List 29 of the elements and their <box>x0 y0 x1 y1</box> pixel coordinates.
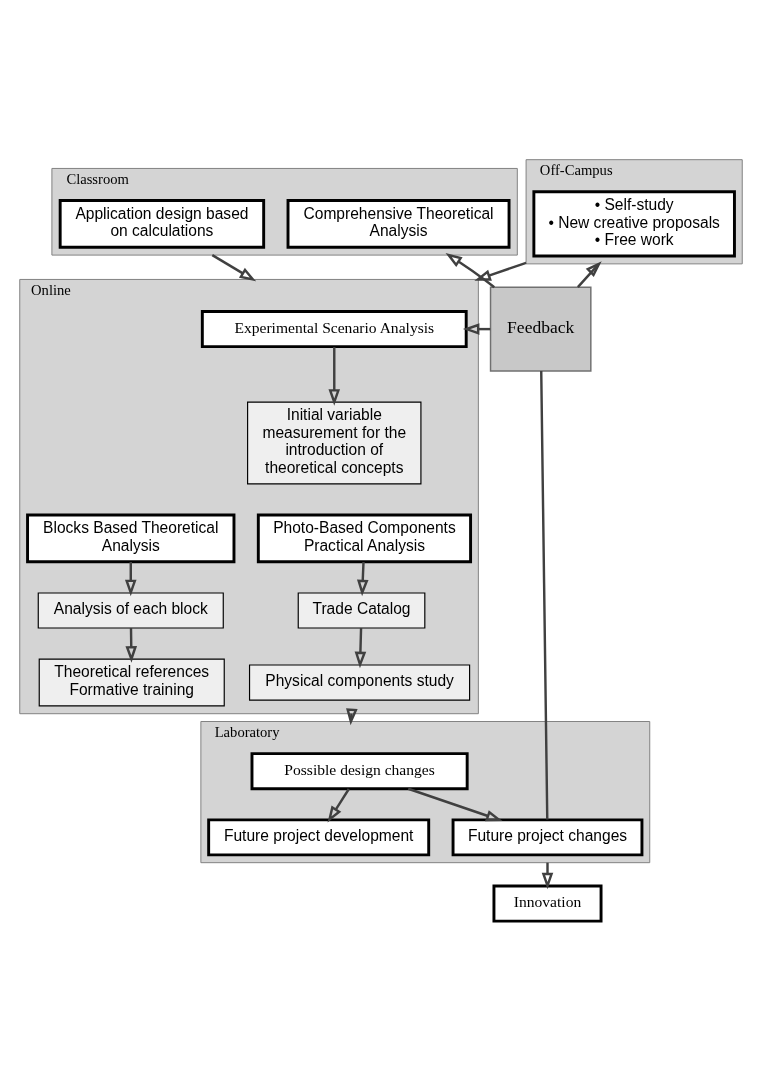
node-box: Application design based on calculations <box>58 199 266 249</box>
arrow <box>124 562 137 597</box>
node-box: Comprehensive Theoretical Analysis <box>286 199 511 249</box>
arrow <box>474 261 527 281</box>
node-box: Trade Catalog <box>297 592 426 629</box>
arrow <box>541 862 554 890</box>
arrow <box>356 561 369 597</box>
node-box: Physical components study <box>248 664 471 701</box>
arrow <box>354 628 367 669</box>
arrow <box>445 253 496 289</box>
node-box: Initial variable measurement for the introduction of theoretical concepts <box>247 401 422 485</box>
arrow <box>407 787 503 822</box>
arrow <box>576 261 602 288</box>
node-box: Future project changes <box>451 818 644 857</box>
node-box: Experimental Scenario Analysis <box>200 310 468 349</box>
node-box: Possible design changes <box>250 752 469 791</box>
arrow <box>327 788 350 823</box>
arrow <box>125 628 138 663</box>
node-box: Innovation <box>492 884 603 923</box>
node-box: Feedback <box>489 286 592 372</box>
node-box: • Self-study • New creative proposals • Free work <box>532 190 736 258</box>
arrow <box>211 254 257 282</box>
connector <box>540 371 549 820</box>
node-box: Photo-Based Components Practical Analysis <box>256 513 473 564</box>
node-box: Blocks Based Theoretical Analysis <box>26 513 236 564</box>
arrow <box>328 347 341 406</box>
node-box: Analysis of each block <box>37 592 224 629</box>
node-box: Theoretical references Formative training <box>38 658 225 707</box>
node-box: Future project development <box>207 818 431 857</box>
